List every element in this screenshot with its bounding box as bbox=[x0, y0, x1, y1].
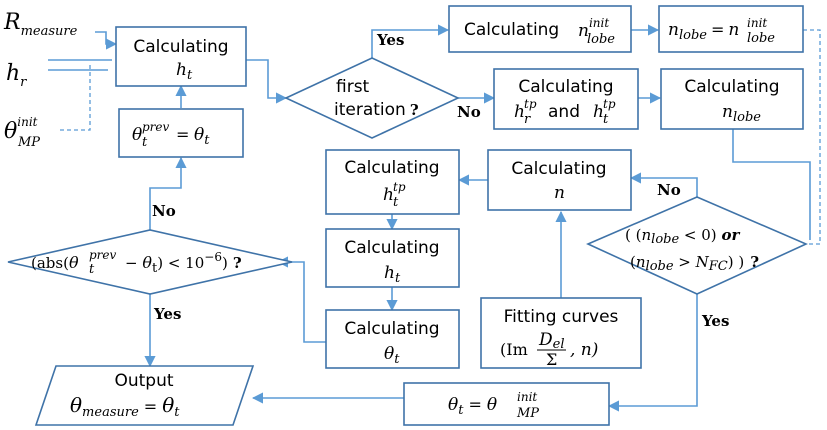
svg-text:and: and bbox=[548, 102, 580, 122]
arrow-range-no-to-calc-n bbox=[629, 172, 698, 197]
svg-text:t: t bbox=[89, 262, 95, 277]
svg-text:Calculating: Calculating bbox=[684, 77, 779, 97]
dash-assign-to-range bbox=[803, 29, 821, 245]
box-calculating-hr-ht-tp: Calculating h tp r and h tp t bbox=[493, 68, 639, 130]
input-h-r: hr bbox=[6, 61, 27, 90]
label-yes-convergence: Yes bbox=[153, 305, 181, 323]
label-no-first-iteration: No bbox=[457, 103, 481, 121]
svg-text:lobe: lobe bbox=[747, 31, 775, 46]
svg-text:nlobe: nlobe bbox=[722, 102, 761, 125]
svg-text:ninit: ninit bbox=[578, 16, 609, 41]
svg-text:h: h bbox=[593, 102, 604, 122]
svg-text:Calculating: Calculating bbox=[464, 20, 559, 40]
svg-text:θinit: θinit bbox=[4, 115, 38, 144]
svg-text:Calculating: Calculating bbox=[133, 37, 228, 57]
svg-text:(Im: (Im bbox=[500, 340, 528, 359]
svg-text:prev: prev bbox=[89, 248, 117, 262]
arrow-convergence-no bbox=[149, 156, 187, 230]
input-theta-mp-init: θinit MP bbox=[4, 115, 40, 150]
arrow-range-yes-to-theta-assign bbox=[607, 294, 698, 412]
svg-text:init: init bbox=[517, 390, 537, 404]
box-calculating-theta: Calculating θt bbox=[325, 309, 460, 369]
svg-text:=: = bbox=[176, 125, 189, 144]
connectors bbox=[48, 24, 821, 412]
arrow-rmeasure-to-calc-ht bbox=[95, 31, 118, 50]
box-output: Output θmeasure=θt bbox=[34, 365, 255, 426]
svg-text:Calculating: Calculating bbox=[344, 238, 439, 258]
svg-text:hr: hr bbox=[6, 61, 27, 90]
svg-text:Fitting curves: Fitting curves bbox=[504, 307, 619, 327]
svg-text:Rmeasure: Rmeasure bbox=[3, 10, 78, 39]
decision-nlobe-range: ( (nlobe < 0) or (nlobe > NFC) )? bbox=[586, 196, 808, 295]
box-calculating-ht: Calculating ht bbox=[325, 228, 460, 288]
box-calculating-ht-top: Calculating ht bbox=[115, 26, 247, 87]
svg-text:, n): , n) bbox=[570, 340, 598, 360]
label-no-range: No bbox=[657, 181, 681, 199]
svg-text:− θt) < 10−6)?: − θt) < 10−6)? bbox=[125, 250, 242, 276]
box-calculating-nlobe-init: Calculating ninit lobe bbox=[448, 5, 632, 53]
svg-text:nlobe=n: nlobe=n bbox=[668, 20, 739, 43]
svg-text:lobe: lobe bbox=[587, 32, 615, 47]
svg-text:prev: prev bbox=[142, 120, 170, 134]
svg-text:first: first bbox=[336, 77, 370, 97]
svg-text:n: n bbox=[554, 183, 565, 203]
decision-first-iteration: first iteration? bbox=[284, 57, 460, 139]
svg-text:ht: ht bbox=[176, 60, 193, 83]
svg-text:MP: MP bbox=[17, 135, 40, 150]
svg-text:Calculating: Calculating bbox=[511, 159, 606, 179]
box-fitting-curves: Fitting curves (Im Del Σ , n) bbox=[480, 297, 642, 369]
svg-text:ht: ht bbox=[384, 263, 401, 286]
svg-text:tp: tp bbox=[393, 180, 406, 194]
box-assign-nlobe: nlobe=n init lobe bbox=[658, 5, 804, 53]
svg-text:(abs(θ: (abs(θ bbox=[31, 253, 79, 272]
svg-text:θ: θ bbox=[132, 125, 142, 145]
box-theta-prev: θ prev t = θt bbox=[118, 108, 244, 158]
svg-text:Output: Output bbox=[114, 371, 173, 391]
svg-text:Σ: Σ bbox=[546, 350, 557, 369]
box-calculating-n: Calculating n bbox=[487, 149, 632, 211]
svg-text:θt=θ: θt=θ bbox=[448, 395, 497, 418]
box-calculating-ht-tp: Calculating h tp t bbox=[325, 149, 460, 215]
svg-text:Calculating: Calculating bbox=[344, 158, 439, 178]
svg-text:r: r bbox=[524, 112, 531, 127]
svg-text:t: t bbox=[603, 112, 609, 127]
svg-text:MP: MP bbox=[516, 406, 539, 421]
svg-text:θt: θt bbox=[194, 125, 210, 148]
input-r-measure: Rmeasure bbox=[3, 10, 78, 39]
svg-text:h: h bbox=[383, 185, 394, 205]
svg-text:t: t bbox=[393, 195, 399, 210]
line-nlobe-to-range bbox=[732, 129, 811, 240]
svg-text:θt: θt bbox=[384, 344, 400, 367]
svg-text:iteration?: iteration? bbox=[334, 100, 419, 120]
svg-text:Calculating: Calculating bbox=[344, 319, 439, 339]
svg-text:(nlobe > NFC) )?: (nlobe > NFC) )? bbox=[630, 253, 759, 274]
svg-text:Del: Del bbox=[538, 330, 565, 352]
svg-text:tp: tp bbox=[603, 97, 616, 111]
label-no-convergence: No bbox=[152, 202, 176, 220]
arrow-theta-to-convergence bbox=[276, 256, 326, 343]
label-yes-first-iteration: Yes bbox=[376, 31, 404, 49]
svg-text:( (nlobe < 0) or: ( (nlobe < 0) or bbox=[625, 226, 740, 247]
svg-text:h: h bbox=[514, 102, 525, 122]
box-theta-assign-init: θt=θ init MP bbox=[403, 382, 610, 426]
label-yes-range: Yes bbox=[701, 312, 729, 330]
dash-theta-init-up bbox=[60, 62, 91, 131]
decision-convergence: (abs(θ prev t − θt) < 10−6)? bbox=[7, 229, 293, 295]
arrow-calc-ht-to-first-iter bbox=[246, 59, 288, 104]
svg-text:Calculating: Calculating bbox=[518, 77, 613, 97]
svg-text:θmeasure=θt: θmeasure=θt bbox=[70, 393, 180, 420]
svg-text:tp: tp bbox=[524, 97, 537, 111]
box-calculating-nlobe: Calculating nlobe bbox=[660, 68, 804, 130]
arrow-first-iter-yes bbox=[371, 24, 450, 58]
svg-text:t: t bbox=[142, 135, 148, 150]
svg-text:init: init bbox=[747, 16, 767, 30]
